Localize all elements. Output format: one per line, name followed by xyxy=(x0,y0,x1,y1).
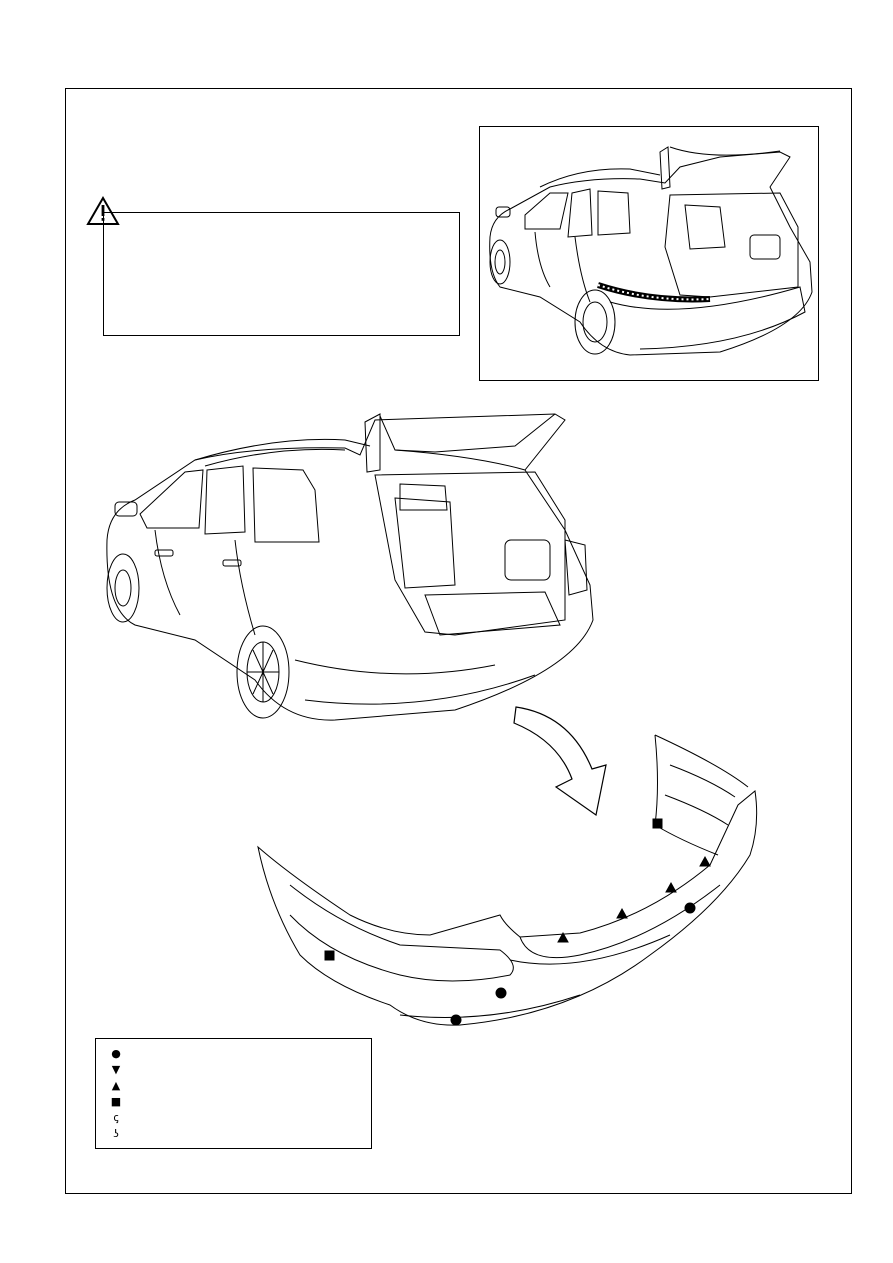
down-triangle-clip-icon: ▼ xyxy=(111,1063,121,1076)
square-clip-icon xyxy=(652,818,663,829)
legend-row-down-triangle: ▼ xyxy=(110,1062,350,1078)
up-triangle-clip-icon xyxy=(699,855,711,867)
hook-clip-icon: ꞔ xyxy=(113,1111,119,1124)
legend-row-bracket: ʖ xyxy=(110,1126,350,1142)
curved-arrow-icon xyxy=(513,706,607,817)
car-rear-open-tailgate-inset xyxy=(489,146,813,356)
up-triangle-clip-icon xyxy=(665,881,677,893)
warning-box xyxy=(103,212,460,336)
circle-clip-icon: ● xyxy=(111,1047,121,1060)
circle-clip-icon xyxy=(450,1014,462,1026)
page-frame xyxy=(65,88,852,1194)
bracket-clip-icon: ʖ xyxy=(113,1127,119,1140)
main-car-illustration xyxy=(95,410,605,740)
symbol-legend: ● ▼ ▲ ■ ꞔ ʖ xyxy=(95,1038,372,1149)
car-rear-open-tailgate xyxy=(106,413,594,721)
legend-row-up-triangle: ▲ xyxy=(110,1078,350,1094)
up-triangle-clip-icon xyxy=(557,931,569,943)
square-clip-icon xyxy=(324,950,335,961)
circle-clip-icon xyxy=(495,987,507,999)
up-triangle-clip-icon: ▲ xyxy=(111,1079,121,1092)
rear-bumper-illustration xyxy=(250,725,780,1035)
square-clip-icon: ■ xyxy=(110,1095,122,1108)
circle-clip-icon xyxy=(684,902,696,914)
up-triangle-clip-icon xyxy=(616,907,628,919)
rear-bumper-cover xyxy=(257,734,758,1026)
inset-illustration xyxy=(479,126,819,381)
legend-row-square: ■ xyxy=(110,1094,350,1110)
legend-row-hook: ꞔ xyxy=(110,1110,350,1126)
legend-row-circle: ● xyxy=(110,1046,350,1062)
